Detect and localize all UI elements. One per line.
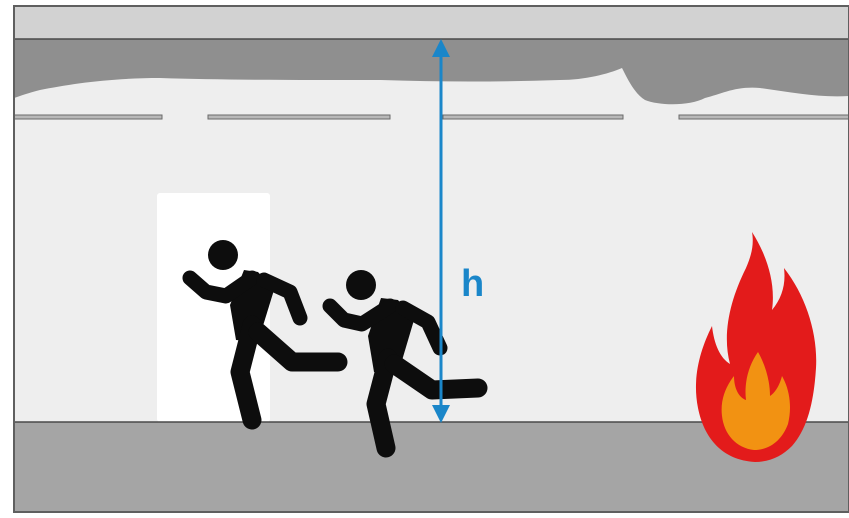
ceiling-light [679,115,849,119]
ceiling-light [443,115,623,119]
height-label: h [461,263,484,305]
ceiling-light [14,115,162,119]
ceiling-light [208,115,390,119]
ceiling-band [14,6,849,39]
